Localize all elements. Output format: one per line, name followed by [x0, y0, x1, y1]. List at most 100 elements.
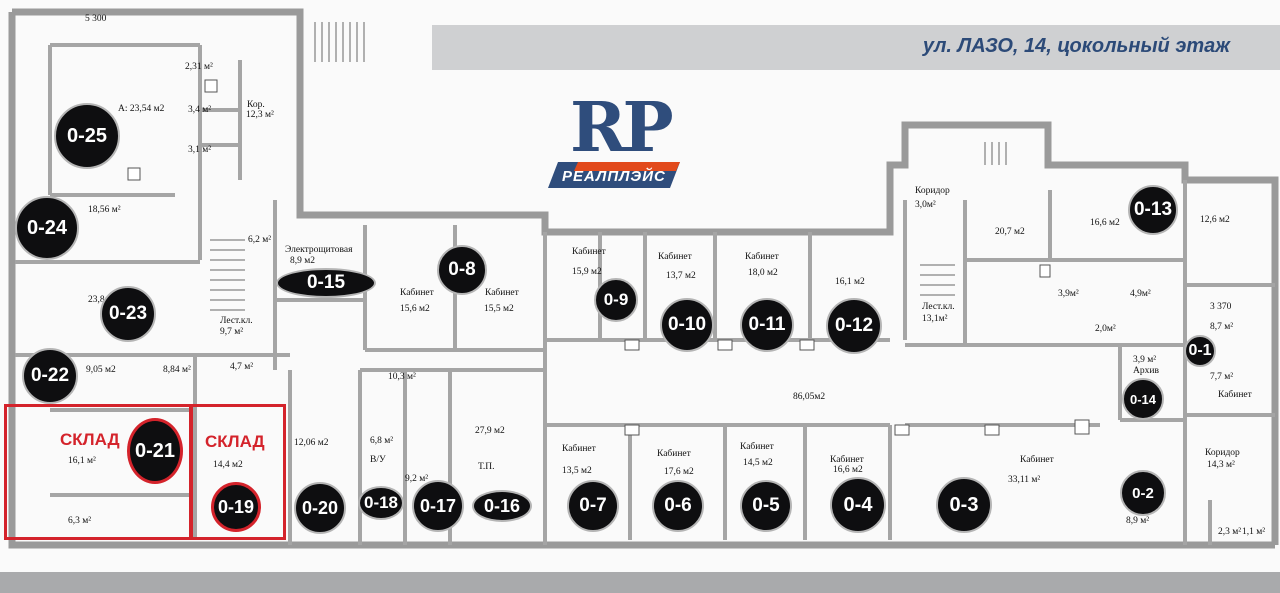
unit-badge-0-18[interactable]: 0-18 [358, 486, 404, 520]
unit-badge-0-13[interactable]: 0-13 [1128, 185, 1178, 235]
room-label: 3,9 м² [1133, 355, 1157, 365]
room-label: А: 23,54 м2 [118, 104, 165, 114]
logo-letters: RP [570, 88, 674, 168]
room-label: 8,7 м² [1210, 322, 1234, 332]
unit-badge-0-14[interactable]: 0-14 [1122, 378, 1164, 420]
room-label: 15,9 м2 [572, 267, 602, 277]
room-label: В/У [370, 455, 386, 465]
room-label: Коридор [915, 186, 950, 196]
room-label: 6,2 м² [248, 235, 272, 245]
room-label: Кабинет [485, 288, 519, 298]
unit-badge-0-6[interactable]: 0-6 [652, 480, 704, 532]
unit-badge-0-4[interactable]: 0-4 [830, 477, 886, 533]
room-label: 4,9м² [1130, 289, 1151, 299]
unit-badge-0-11[interactable]: 0-11 [740, 298, 794, 352]
address-title: ул. ЛАЗО, 14, цокольный этаж [922, 35, 1230, 57]
unit-badge-0-22[interactable]: 0-22 [22, 348, 78, 404]
room-label: 9,7 м² [220, 327, 244, 337]
stairs [210, 22, 1007, 311]
room-label: 12,6 м2 [1200, 215, 1230, 225]
room-label: 15,5 м2 [484, 304, 514, 314]
unit-badge-0-8[interactable]: 0-8 [437, 245, 487, 295]
room-label: 12,3 м² [246, 110, 274, 120]
room-label: 3,4 м² [188, 105, 212, 115]
unit-badge-0-24[interactable]: 0-24 [15, 196, 79, 260]
room-label: 9,05 м2 [86, 365, 116, 375]
room-label: 12,06 м2 [294, 438, 329, 448]
room-label: 15,6 м2 [400, 304, 430, 314]
room-label: 4,7 м² [230, 362, 254, 372]
room-label: 16,6 м2 [833, 465, 863, 475]
footer-band [0, 572, 1280, 593]
room-label: 86,05м2 [793, 392, 826, 402]
room-label: 23,8 м² [88, 295, 116, 305]
room-label: 8,9 м² [1126, 516, 1150, 526]
unit-badge-0-21[interactable]: 0-21 [127, 418, 183, 484]
room-label: Кабинет [658, 252, 692, 262]
room-label: Кабинет [572, 247, 606, 257]
room-label: 27,9 м2 [475, 426, 505, 436]
unit-badge-0-2[interactable]: 0-2 [1120, 470, 1166, 516]
unit-badge-0-15[interactable]: 0-15 [276, 268, 376, 298]
room-label: 17,6 м2 [664, 467, 694, 477]
unit-badge-0-1[interactable]: 0-1 [1184, 335, 1216, 367]
room-label: Архив [1133, 366, 1159, 376]
room-label: 3,9м² [1058, 289, 1079, 299]
unit-badge-0-25[interactable]: 0-25 [54, 103, 120, 169]
header-band: ул. ЛАЗО, 14, цокольный этаж [432, 25, 1280, 70]
room-label: Кабинет [657, 449, 691, 459]
unit-badge-0-10[interactable]: 0-10 [660, 298, 714, 352]
room-label: Кабинет [745, 252, 779, 262]
room-label: 16,1 м² [68, 456, 96, 466]
inner-walls [15, 43, 1275, 545]
room-label: 3 370 [1210, 302, 1232, 312]
room-label: 14,5 м2 [743, 458, 773, 468]
unit-badge-0-20[interactable]: 0-20 [294, 482, 346, 534]
company-logo: RP РЕАЛПЛЭЙС [548, 92, 688, 192]
room-label: 2,0м² [1095, 324, 1116, 334]
room-label: 18,0 м2 [748, 268, 778, 278]
room-label: 7,7 м² [1210, 372, 1234, 382]
room-label: 16,6 м2 [1090, 218, 1120, 228]
room-label: 14,4 м2 [213, 460, 243, 470]
room-label: 2,31 м² [185, 62, 213, 72]
room-label: 13,5 м2 [562, 466, 592, 476]
room-label: 8,9 м2 [290, 256, 316, 266]
room-label: 9,2 м² [405, 474, 429, 484]
room-label: 6,3 м² [68, 516, 92, 526]
room-label: Коридор [1205, 448, 1240, 458]
room-label: 8,84 м² [163, 365, 191, 375]
room-label: 16,1 м2 [835, 277, 865, 287]
room-label: 10,3 м² [388, 372, 416, 382]
vents [127, 79, 1090, 436]
unit-badge-0-17[interactable]: 0-17 [412, 480, 464, 532]
room-label: 33,11 м² [1008, 475, 1041, 485]
room-label: 1,1 м² [1242, 527, 1266, 537]
room-label: Кабинет [562, 444, 596, 454]
room-label: 18,56 м² [88, 205, 121, 215]
room-label: 5 300 [85, 14, 107, 24]
logo-stripe [548, 162, 680, 188]
unit-badge-0-5[interactable]: 0-5 [740, 480, 792, 532]
room-label: Лест.кл. [220, 316, 253, 326]
room-label: Кабинет [740, 442, 774, 452]
room-label: Кабинет [1218, 390, 1252, 400]
room-label: 20,7 м2 [995, 227, 1025, 237]
unit-badge-0-9[interactable]: 0-9 [594, 278, 638, 322]
unit-badge-0-23[interactable]: 0-23 [100, 286, 156, 342]
room-label: Электрощитовая [285, 245, 353, 255]
room-label: 6,8 м² [370, 436, 394, 446]
room-label: 13,1м² [922, 314, 948, 324]
storage-label: СКЛАД [205, 432, 265, 451]
unit-badge-0-12[interactable]: 0-12 [826, 298, 882, 354]
room-label: Кор. [247, 100, 265, 110]
room-label: Лест.кл. [922, 302, 955, 312]
storage-room-0-19[interactable] [190, 404, 286, 540]
unit-badge-0-19[interactable]: 0-19 [211, 482, 261, 532]
unit-badge-0-7[interactable]: 0-7 [567, 480, 619, 532]
outer-walls [8, 8, 1279, 549]
room-label: 2,3 м² [1218, 527, 1242, 537]
unit-badge-0-16[interactable]: 0-16 [472, 490, 532, 522]
unit-badge-0-3[interactable]: 0-3 [936, 477, 992, 533]
room-label: Кабинет [830, 455, 864, 465]
